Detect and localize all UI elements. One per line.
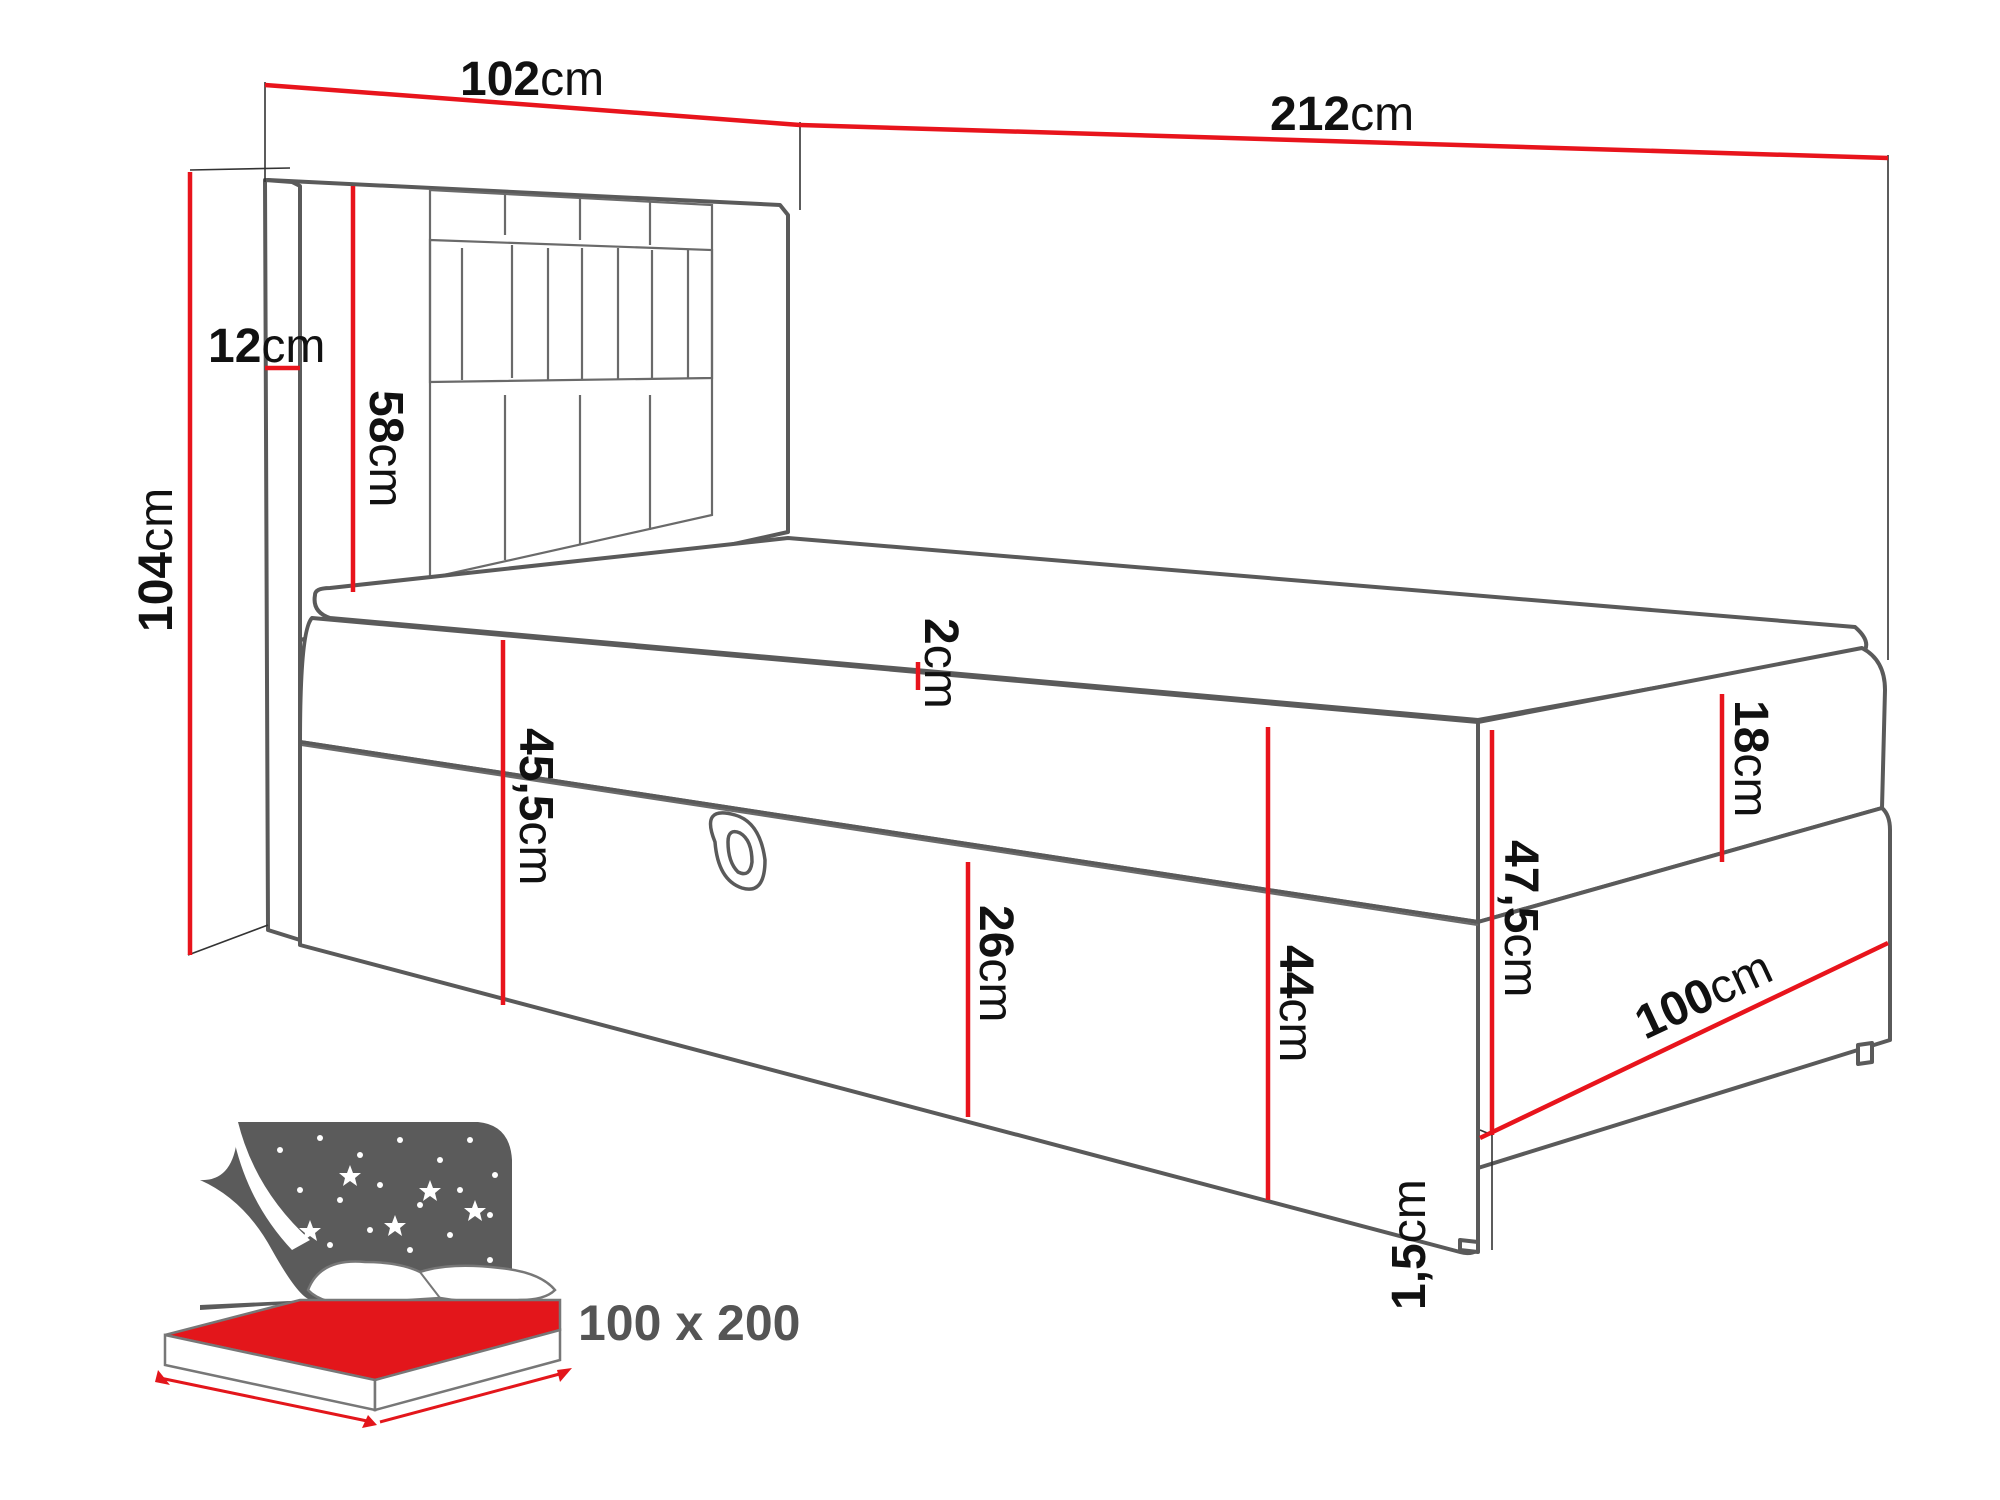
dim-line-width-top xyxy=(264,82,801,128)
base-side xyxy=(1476,806,1892,1170)
inset-pillows xyxy=(306,1260,557,1307)
label-headboard-above: 58cm xyxy=(359,390,412,507)
label-length-top: 212cm xyxy=(1270,88,1414,141)
inset-size-label: 100 x 200 xyxy=(578,1295,800,1351)
label-side-height: 44cm xyxy=(1269,945,1322,1062)
inset-mattress-side xyxy=(373,1328,562,1412)
mattress-topper xyxy=(312,536,1869,722)
mattress-side xyxy=(1476,646,1887,924)
dim-line-foot-width xyxy=(1479,940,1889,1141)
dim-line-length-top xyxy=(799,122,1889,161)
storage-handle xyxy=(708,811,767,891)
headboard-edge xyxy=(263,178,302,942)
label-width-top: 102cm xyxy=(460,53,604,106)
inset-swoosh xyxy=(200,1180,312,1305)
mattress-size-inset: 100 x 200 xyxy=(155,1122,800,1428)
inset-stars xyxy=(212,1135,498,1283)
label-full-height: 47,5cm xyxy=(1494,840,1547,997)
label-legs: 1,5cm xyxy=(1383,1179,1436,1310)
label-headboard-side: 12cm xyxy=(208,320,325,373)
label-topper: 2cm xyxy=(914,618,967,709)
leg-side xyxy=(1856,1041,1874,1066)
inset-arrow-length xyxy=(159,1376,373,1424)
headboard-panel xyxy=(428,188,714,580)
leg-front xyxy=(1458,1238,1480,1254)
dimension-labels: 102cm 212cm 104cm 12cm 58cm 2cm 45,5cm 2… xyxy=(130,53,1780,1310)
label-front-height: 45,5cm xyxy=(509,728,562,885)
label-total-height: 104cm xyxy=(130,488,183,632)
inset-arrow-width xyxy=(379,1370,568,1424)
dimension-lines xyxy=(187,82,1889,1200)
bed-drawing xyxy=(263,178,1892,1256)
label-mattress-height: 18cm xyxy=(1724,700,1777,817)
label-drawer-height: 26cm xyxy=(969,905,1022,1022)
